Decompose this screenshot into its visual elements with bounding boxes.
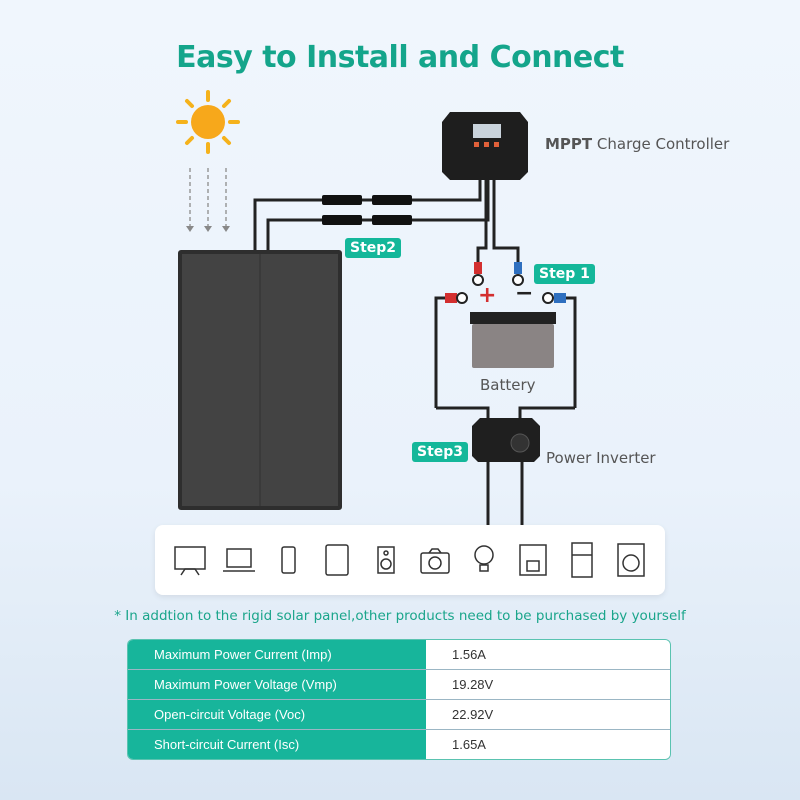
positive-sign: +: [478, 283, 497, 308]
battery-icon: [470, 312, 556, 368]
step3-badge: Step3: [412, 442, 469, 462]
table-row: Open-circuit Voltage (Voc)22.92V: [128, 699, 670, 730]
controller-label-bold: MPPT: [545, 135, 593, 153]
step2-badge: Step2: [345, 238, 402, 258]
devices-bar: [155, 525, 665, 595]
power-inverter-icon: [472, 418, 540, 462]
table-row: Short-circuit Current (Isc)1.65A: [128, 729, 670, 759]
mc4-connectors: [322, 195, 412, 225]
ring-terminals: [445, 262, 566, 304]
purchase-note: * In addtion to the rigid solar panel,ot…: [114, 608, 686, 624]
washing-machine-icon: [616, 543, 645, 577]
spec-name: Short-circuit Current (Isc): [128, 729, 426, 759]
charge-controller: [442, 112, 528, 180]
camera-icon: [419, 548, 450, 574]
specs-table: Maximum Power Current (Imp)1.56A Maximum…: [128, 640, 670, 759]
fridge-icon: [570, 542, 593, 578]
spec-value: 22.92V: [426, 699, 670, 730]
controller-label-rest: Charge Controller: [592, 135, 730, 153]
coffee-machine-icon: [518, 544, 547, 576]
speaker-icon: [376, 546, 395, 574]
spec-name: Open-circuit Voltage (Voc): [128, 699, 426, 730]
spec-name: Maximum Power Current (Imp): [128, 640, 426, 670]
page-title: Easy to Install and Connect: [176, 40, 624, 75]
spec-value: 1.56A: [426, 640, 670, 670]
spec-name: Maximum Power Voltage (Vmp): [128, 669, 426, 700]
negative-sign: −: [515, 281, 534, 306]
solar-panel: [178, 250, 342, 510]
sunlight-arrows-icon: [189, 168, 227, 228]
spec-value: 19.28V: [426, 669, 670, 700]
battery-label: Battery: [480, 376, 536, 394]
light-bulb-icon: [473, 545, 494, 572]
wiring-diagram: [176, 90, 577, 525]
spec-value: 1.65A: [426, 729, 670, 759]
inverter-label: Power Inverter: [546, 449, 656, 467]
controller-label: MPPT Charge Controller: [545, 135, 729, 153]
step1-badge: Step 1: [534, 264, 595, 284]
tv-icon: [173, 546, 206, 576]
table-row: Maximum Power Current (Imp)1.56A: [128, 640, 670, 670]
table-row: Maximum Power Voltage (Vmp)19.28V: [128, 669, 670, 700]
laptop-icon: [222, 548, 255, 572]
sun-icon: [176, 90, 240, 154]
tablet-icon: [324, 544, 349, 576]
phone-icon: [280, 546, 296, 574]
